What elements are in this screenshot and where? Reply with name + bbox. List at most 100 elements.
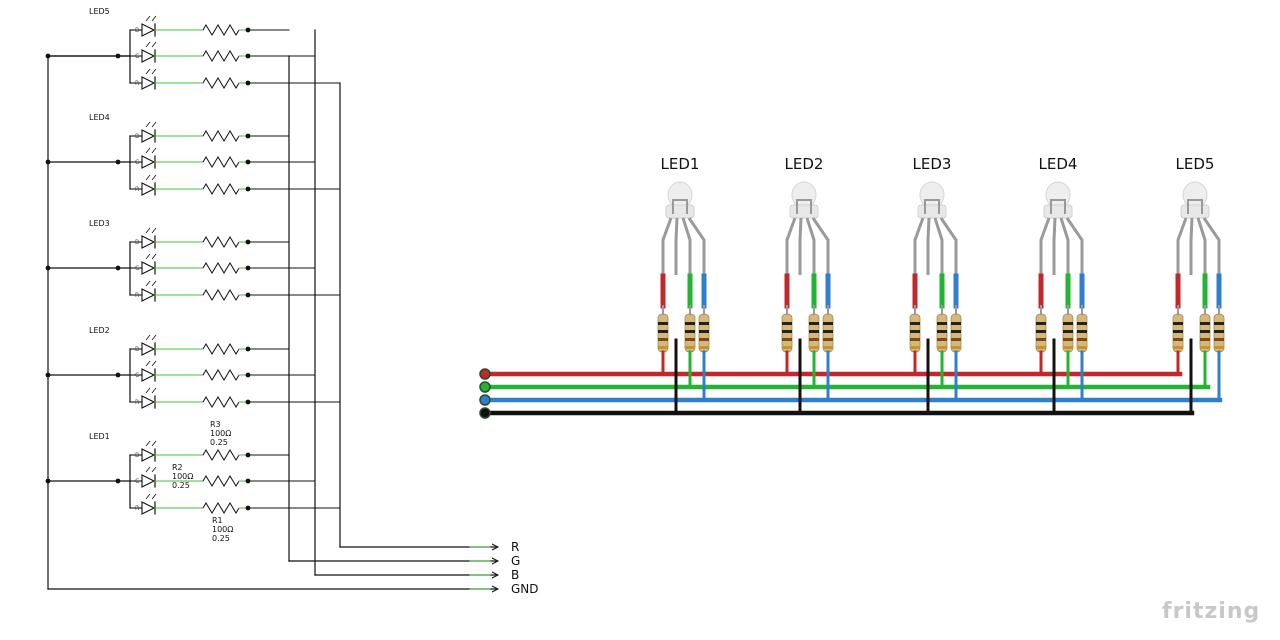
red-connector (479, 368, 491, 380)
arrow-icon (491, 557, 500, 565)
pin-label: R (135, 80, 139, 87)
led-leg (1059, 217, 1070, 275)
light-emission-icon (145, 253, 157, 260)
resistor-band (1200, 338, 1210, 341)
resistor-symbol (202, 183, 240, 195)
led-leg (1065, 217, 1084, 275)
resistor-band (910, 330, 920, 333)
pin-label: B (135, 27, 139, 34)
led-leg (805, 217, 816, 275)
led-base (1180, 204, 1210, 219)
diode-symbol (141, 261, 156, 275)
resistor-band (1063, 330, 1073, 333)
led-leg (1039, 217, 1051, 275)
net-label: G (511, 554, 520, 568)
light-emission-icon (145, 334, 157, 341)
light-emission-icon (145, 387, 157, 394)
resistor-band (1063, 322, 1073, 325)
light-emission-icon (145, 360, 157, 367)
resistor-band (1077, 338, 1087, 341)
resistor-symbol (202, 369, 240, 381)
light-emission-icon (145, 440, 157, 447)
resistor-band (809, 322, 819, 325)
led-label: LED5 (89, 7, 110, 16)
resistor-band (658, 330, 668, 333)
led-leg (1189, 217, 1194, 275)
resistor-band (782, 338, 792, 341)
pin-label: B (135, 346, 139, 353)
net-output-r: R (339, 540, 519, 554)
black-connector (479, 407, 491, 419)
resistor-name: R1 (212, 516, 223, 525)
net-label: R (511, 540, 519, 554)
resistor-band (1173, 346, 1183, 349)
led-dome (667, 181, 693, 209)
diode-symbol (141, 342, 156, 356)
resistor-band (1200, 322, 1210, 325)
led-leg (811, 217, 830, 275)
resistor-band (1077, 322, 1087, 325)
resistor-band (937, 322, 947, 325)
light-emission-icon (145, 68, 157, 75)
light-emission-icon (145, 41, 157, 48)
resistor-band (699, 322, 709, 325)
resistor-symbol (202, 77, 240, 89)
breadboard-led-4: LED4 (1035, 155, 1088, 415)
resistor-band (937, 338, 947, 341)
resistor-value: 100Ω (172, 472, 193, 481)
resistor-band (1173, 338, 1183, 341)
led-dome (791, 181, 817, 209)
fritzing-logo: fritzing (1162, 599, 1260, 624)
diode-symbol (141, 368, 156, 382)
diode-symbol (141, 23, 156, 37)
resistor-band (1063, 338, 1073, 341)
resistor-value: 100Ω (212, 525, 233, 534)
resistor-band (1214, 338, 1224, 341)
net-output-b: B (314, 568, 519, 582)
resistor-band (1077, 330, 1087, 333)
light-emission-icon (145, 174, 157, 181)
led-leg (933, 217, 944, 275)
resistor-band (1214, 330, 1224, 333)
led-leg (1202, 217, 1221, 275)
light-emission-icon (145, 227, 157, 234)
led-leg (798, 217, 803, 275)
resistor-band (823, 338, 833, 341)
diode-symbol (141, 501, 156, 515)
resistor-band (1214, 346, 1224, 349)
led-dome (919, 181, 945, 209)
resistor-symbol (202, 236, 240, 248)
diode-symbol (141, 182, 156, 196)
led-leg (926, 217, 931, 275)
resistor-band (809, 346, 819, 349)
led-label: LED2 (89, 326, 110, 335)
pin-label: R (135, 292, 139, 299)
led-label: LED3 (89, 219, 110, 228)
resistor-band (699, 338, 709, 341)
led-leg (674, 217, 679, 275)
resistor-band (1200, 330, 1210, 333)
resistor-name: R3 (210, 420, 221, 429)
resistor-band (1173, 322, 1183, 325)
led-base (917, 204, 947, 219)
resistor-band (1036, 322, 1046, 325)
resistor-symbol (202, 50, 240, 62)
resistor-band (937, 330, 947, 333)
diode-symbol (141, 49, 156, 63)
resistor-band (658, 338, 668, 341)
diode-symbol (141, 129, 156, 143)
breadboard-led-5: LED5 (1172, 155, 1225, 415)
resistor-band (1036, 330, 1046, 333)
led-dome (1045, 181, 1071, 209)
resistor-symbol (202, 24, 240, 36)
breadboard-led-3: LED3 (909, 155, 962, 415)
resistor-band (658, 322, 668, 325)
pin-label: G (135, 53, 140, 60)
